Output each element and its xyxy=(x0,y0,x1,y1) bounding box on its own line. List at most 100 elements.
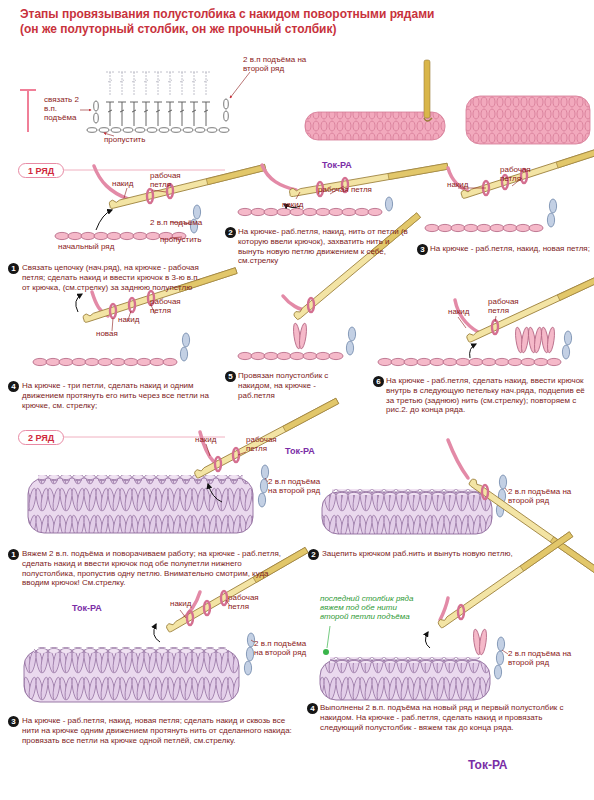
stitch-chart-part xyxy=(111,128,121,133)
step-1-art-part xyxy=(124,188,127,198)
step-4-art-part xyxy=(124,358,138,365)
step-5-art-part xyxy=(316,352,330,359)
step-caption: На крючке - раб.петля, накид, новая петл… xyxy=(22,716,292,745)
row2-step-3-art-part xyxy=(251,640,254,642)
row2-step-4-art-part xyxy=(323,649,329,655)
row2-step-2-art xyxy=(322,440,594,576)
stitch-chart-part xyxy=(230,72,250,98)
stitch-chart-part-part xyxy=(142,102,150,126)
row2-step-3-art-part xyxy=(187,611,193,625)
callout-number: 1 xyxy=(11,264,15,273)
part-label: 2 в.п подъёма xyxy=(150,219,210,228)
part-label: накид xyxy=(282,201,312,210)
row2-step-4-art-part xyxy=(458,605,464,619)
part-label: накид xyxy=(118,316,148,325)
fabric-photo-part xyxy=(466,96,590,144)
stitch-chart-part xyxy=(147,128,157,133)
step-6-art-part xyxy=(508,358,522,365)
step-caption: Зацепить крючком раб.нить и вынуть новую… xyxy=(322,549,522,559)
stitch-chart-part xyxy=(106,72,210,96)
step-2-art-part xyxy=(385,197,392,211)
stitch-chart-part-part xyxy=(202,72,210,96)
step-number: 4 xyxy=(8,381,19,392)
row2-step-3-art-part xyxy=(24,650,239,702)
row2-step-1-art-part xyxy=(238,452,246,455)
step-3-art-part xyxy=(460,142,594,199)
row2-step-4-art-part xyxy=(327,626,330,648)
step-2-art-part xyxy=(303,208,317,215)
step-number: 3 xyxy=(8,716,19,727)
part-label: 2 в.п подъёма на второй ряд xyxy=(508,650,583,668)
step-5-art xyxy=(238,211,420,359)
part-label: накид xyxy=(448,308,478,317)
step-number: 6 xyxy=(373,376,384,387)
row2-step-2-art-part xyxy=(505,488,508,492)
stitch-chart-part-part xyxy=(190,72,198,96)
row2-step-1-art-part xyxy=(38,475,243,481)
row2-step-4-art-part xyxy=(502,650,508,654)
row2-step-1-art-part xyxy=(28,478,253,533)
step-2-art-part xyxy=(316,208,330,215)
callout-number: 4 xyxy=(310,704,314,713)
stitch-chart-part-part xyxy=(166,72,174,96)
step-4-art-part xyxy=(85,358,99,365)
part-label: накид xyxy=(112,180,152,189)
step-1-art-part xyxy=(107,232,121,239)
part-label: 2 в.п подъёма на второй ряд xyxy=(254,640,314,658)
step-6-art-part xyxy=(458,317,466,328)
step-3-art-part xyxy=(464,224,478,231)
step-5-art-part xyxy=(308,298,314,312)
row2-step-3-art-part xyxy=(247,633,254,647)
step-6-art-part xyxy=(391,358,405,365)
step-1-art-part xyxy=(146,232,160,239)
step-4-art-part xyxy=(46,358,60,365)
part-label: рабочая петля xyxy=(150,298,186,316)
fabric-photo-part xyxy=(424,118,432,121)
step-6-art-part xyxy=(378,358,392,365)
step-3-art-part xyxy=(451,224,465,231)
step-4-art-part xyxy=(137,358,151,365)
step-6-art-part xyxy=(492,320,498,334)
step-6-art-part xyxy=(443,358,457,365)
step-5-art-part xyxy=(292,323,308,350)
part-label: пропустить xyxy=(104,136,164,145)
row2-step-1-art-part xyxy=(215,457,221,471)
row2-step-4-art-part xyxy=(330,657,480,663)
part-label: рабочая петля xyxy=(228,594,264,612)
part-label: рабочая петля xyxy=(150,172,186,190)
step-1-art-part xyxy=(133,232,147,239)
step-3-art-part xyxy=(425,224,439,231)
part-label: 2 в.п подъёма на второй ряд xyxy=(243,56,317,74)
callout-number: 6 xyxy=(376,377,380,386)
step-number: 5 xyxy=(225,371,236,382)
stitch-chart-part xyxy=(224,111,229,121)
watermark: Ток-РА xyxy=(322,160,362,170)
part-label: 2 в.п подъёма на второй ряд xyxy=(268,478,328,496)
step-2-art-part xyxy=(296,192,300,199)
step-caption: Вяжем 2 в.п. подъёма и поворачиваем рабо… xyxy=(22,549,287,588)
step-6-art-part xyxy=(514,327,530,354)
step-caption: На крючке - раб.петля, накид, новая петл… xyxy=(430,244,592,254)
step-6-art-part xyxy=(482,358,496,365)
step-3-art-part xyxy=(516,224,530,231)
note-label: последний столбик ряда вяжем под обе нит… xyxy=(320,594,420,622)
step-2-art-part xyxy=(238,208,252,215)
step-number: 1 xyxy=(8,549,19,560)
stitch-chart-part xyxy=(123,128,133,133)
row2-step-4-art-part xyxy=(425,632,430,648)
callout-number: 3 xyxy=(11,717,15,726)
step-6-art-part xyxy=(547,358,561,365)
step-6-art-part xyxy=(430,358,444,365)
step-2-art-part xyxy=(342,208,356,215)
stitch-chart-part xyxy=(94,101,99,111)
stitch-chart-part-part xyxy=(118,72,126,96)
part-label: пропустить xyxy=(160,236,220,245)
stitch-chart-part xyxy=(27,90,29,132)
stitch-chart-part-part xyxy=(166,102,174,126)
watermark: Ток-РА xyxy=(468,758,528,772)
stitch-chart-part xyxy=(183,128,193,133)
step-4-art-part xyxy=(110,304,116,318)
part-label: рабочая петля xyxy=(500,166,536,184)
row2-step-1-art-part xyxy=(208,484,222,502)
row2-step-3-art-part xyxy=(221,591,227,605)
